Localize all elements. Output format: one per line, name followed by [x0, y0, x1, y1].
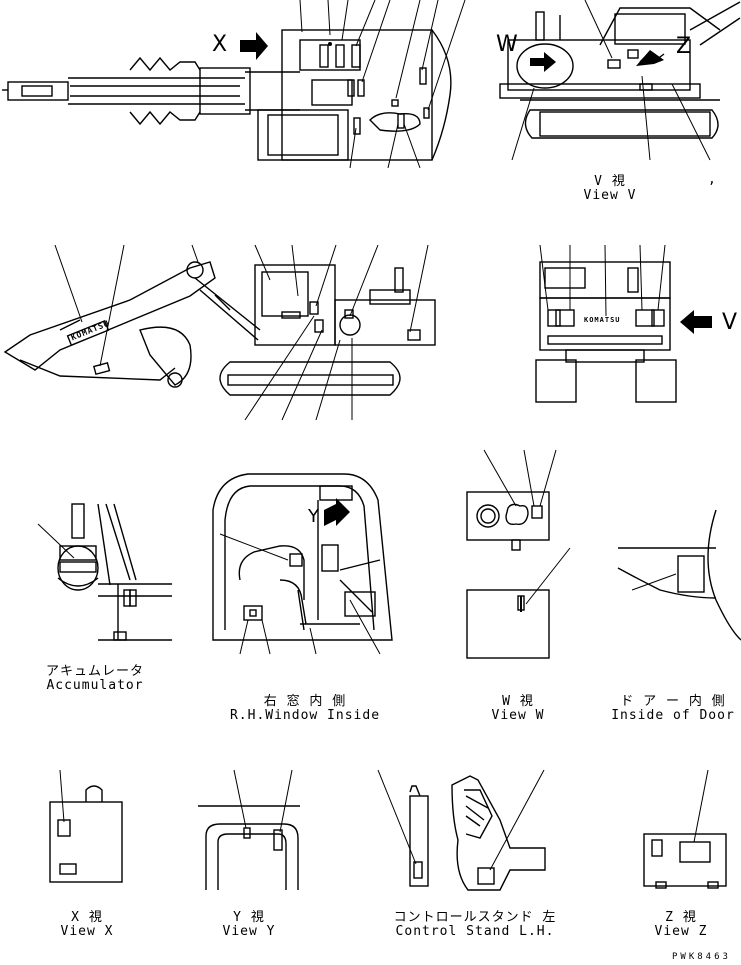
view-marker-y: Y — [308, 506, 319, 527]
rh-window-view — [212, 473, 393, 655]
comma-mark: , — [708, 172, 717, 187]
view-w — [466, 449, 571, 659]
view-w-jp: W 視 — [502, 694, 534, 709]
accumulator-jp: アキュムレータ — [45, 664, 144, 679]
view-marker-w: W — [496, 32, 518, 57]
view-z — [643, 769, 727, 889]
view-marker-x: X — [212, 32, 228, 57]
drawing-code: PWK8463 — [672, 952, 731, 962]
control-stand-jp: コントロールスタンド 左 — [393, 910, 557, 925]
view-y-en: View Y — [222, 924, 276, 939]
door-en: Inside of Door — [611, 708, 735, 723]
view-w-en: View W — [491, 708, 545, 723]
view-x — [49, 769, 123, 883]
view-z-en: View Z — [654, 924, 708, 939]
view-x-jp: X 視 — [71, 910, 103, 925]
view-marker-z: Z — [676, 34, 692, 59]
control-stand-en: Control Stand L.H. — [395, 924, 555, 939]
rear-view — [535, 244, 712, 403]
accumulator-view — [37, 503, 172, 641]
view-v-en: View V — [583, 188, 637, 203]
rh-window-jp: 右 窓 内 側 — [263, 694, 347, 709]
door-view — [617, 509, 741, 641]
brand-mark-rear: KOMATSU — [584, 316, 621, 324]
top-plan-view — [2, 0, 466, 169]
machine-side-view — [3, 244, 436, 421]
rh-window-en: R.H.Window Inside — [229, 708, 381, 723]
view-v-jp: V 視 — [594, 174, 626, 189]
side-view-v — [499, 0, 741, 161]
view-y-jp: Y 視 — [233, 910, 265, 925]
view-marker-v: V — [722, 310, 738, 335]
door-jp: ド ア ー 内 側 — [620, 694, 726, 709]
view-y — [198, 769, 300, 890]
view-z-jp: Z 視 — [665, 910, 697, 925]
view-x-en: View X — [60, 924, 114, 939]
accumulator-en: Accumulator — [46, 678, 144, 693]
control-stand-view — [377, 769, 546, 891]
